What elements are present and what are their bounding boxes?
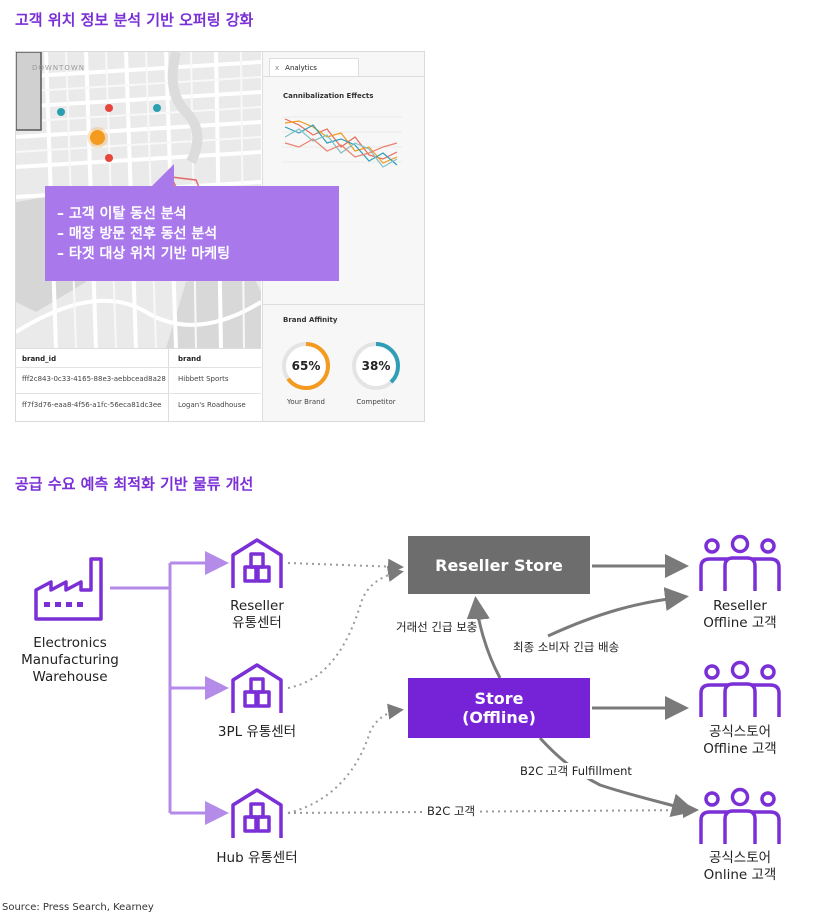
table-cell: ff7f3d76-eaa8-4f56-a1fc-56eca81dc3ee bbox=[22, 401, 162, 409]
reseller-store-node: Reseller Store bbox=[408, 536, 590, 594]
source-note: Source: Press Search, Kearney bbox=[2, 902, 154, 913]
callout-pointer bbox=[150, 164, 174, 188]
table-header: brand_id bbox=[22, 355, 57, 363]
edge-label-end-consumer-delivery: 최종 소비자 긴급 배송 bbox=[513, 639, 620, 655]
gauge-your-brand: 65% bbox=[280, 340, 332, 392]
callout-item: – 고객 이탈 동선 분석 bbox=[57, 206, 187, 222]
gauge-value: 38% bbox=[361, 359, 391, 373]
location-pin bbox=[153, 104, 161, 112]
selected-location-pin bbox=[90, 130, 105, 145]
center-label-hub: Hub 유통센터 bbox=[216, 850, 298, 866]
table-cell: Logan's Roadhouse bbox=[178, 401, 246, 409]
warehouse-icon bbox=[231, 538, 283, 588]
map-district-label: DOWNTOWN bbox=[32, 64, 86, 72]
edge-label-emergency-restock: 거래선 긴급 보충 bbox=[396, 619, 478, 635]
gauge-competitor: 38% bbox=[350, 340, 402, 392]
warehouse-icon bbox=[231, 788, 283, 838]
table-cell: Hibbett Sports bbox=[178, 375, 229, 383]
factory-icon bbox=[34, 557, 103, 621]
section-title-logistics: 공급 수요 예측 최적화 기반 물류 개선 bbox=[15, 475, 254, 493]
edge-label-b2c-customer: B2C 고객 bbox=[424, 803, 479, 819]
cannibalization-title: Cannibalization Effects bbox=[283, 92, 374, 100]
location-pin bbox=[105, 154, 113, 162]
gauge-value: 65% bbox=[291, 359, 321, 373]
center-label-3pl: 3PL 유통센터 bbox=[217, 724, 297, 740]
callout-item: – 매장 방문 전후 동선 분석 bbox=[57, 226, 218, 242]
gauge-label: Your Brand bbox=[286, 398, 326, 406]
brand-table: brand_id brand fff2c843-0c33-4165-88e3-a… bbox=[16, 348, 261, 421]
location-pin bbox=[105, 104, 113, 112]
table-cell: fff2c843-0c33-4165-88e3-aebbcead8a28 bbox=[22, 375, 166, 383]
customer-group-icon bbox=[699, 660, 781, 717]
section-title-location: 고객 위치 정보 분석 기반 오퍼링 강화 bbox=[15, 11, 254, 29]
customer-group-icon bbox=[699, 534, 781, 591]
cannibalization-line-chart bbox=[282, 116, 402, 168]
offline-store-node: Store(Offline) bbox=[408, 678, 590, 738]
warehouse-icon bbox=[231, 663, 283, 713]
location-pin bbox=[57, 108, 65, 116]
callout-item: – 타겟 대상 위치 기반 마케팅 bbox=[57, 246, 231, 262]
edge-label-b2c-fulfillment: B2C 고객 Fulfillment bbox=[520, 763, 632, 779]
table-header: brand bbox=[178, 355, 202, 363]
customer-group-icon bbox=[699, 787, 781, 844]
gauge-label: Competitor bbox=[356, 398, 396, 406]
insight-callout: – 고객 이탈 동선 분석 – 매장 방문 전후 동선 분석 – 타겟 대상 위… bbox=[45, 186, 339, 281]
tab-close-icon[interactable]: x bbox=[275, 64, 280, 72]
brand-affinity-title: Brand Affinity bbox=[283, 316, 338, 324]
